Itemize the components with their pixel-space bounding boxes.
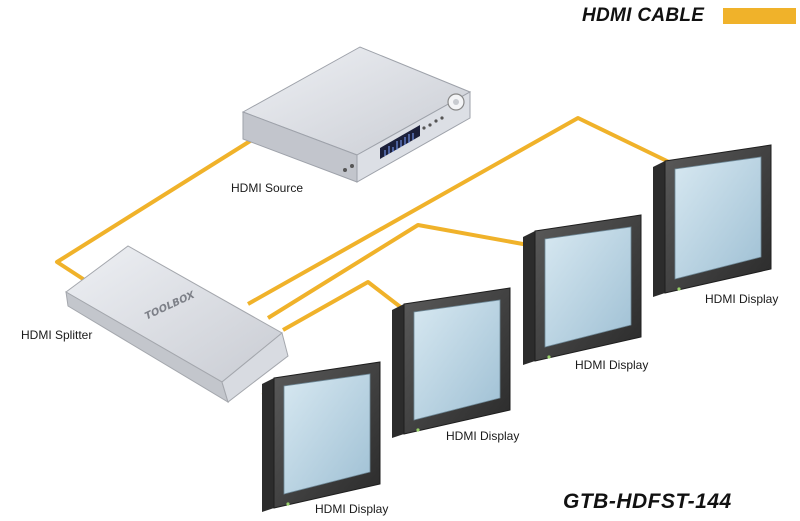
hdmi-display-1 xyxy=(262,361,381,512)
splitter-label: HDMI Splitter xyxy=(21,328,93,342)
display-screen xyxy=(413,299,501,421)
display-side xyxy=(392,304,404,438)
splitter-front-face xyxy=(221,332,289,403)
display-screen xyxy=(674,156,762,280)
model-number: GTB-HDFST-144 xyxy=(563,490,732,513)
hdmi-display-3 xyxy=(523,214,642,365)
cable-legend-swatch xyxy=(723,8,796,24)
source-spectrum-bars xyxy=(384,133,414,156)
header-title: HDMI CABLE xyxy=(582,5,705,26)
display-power-led-icon xyxy=(677,287,681,291)
display-side xyxy=(262,378,274,512)
hdmi-source-device xyxy=(241,46,472,183)
hdmi-splitter-device: TOOLBOX xyxy=(65,245,289,404)
hdmi-display-2 xyxy=(392,287,511,438)
cable-splitter-to-display-4 xyxy=(247,116,703,306)
display-side xyxy=(523,231,535,365)
display-power-led-icon xyxy=(547,355,551,359)
display-3-label: HDMI Display xyxy=(575,358,649,372)
source-display-panel xyxy=(380,125,420,159)
source-label: HDMI Source xyxy=(231,181,304,195)
display-1-label: HDMI Display xyxy=(315,502,389,516)
display-screen xyxy=(283,373,371,495)
display-screen xyxy=(544,226,632,348)
source-buttons xyxy=(343,116,444,172)
hdmi-display-4 xyxy=(653,144,772,297)
display-power-led-icon xyxy=(286,502,290,506)
cable-splitter-to-display-3 xyxy=(266,223,546,320)
display-power-led-icon xyxy=(416,428,420,432)
display-4-label: HDMI Display xyxy=(705,292,779,306)
display-2-label: HDMI Display xyxy=(446,429,520,443)
display-side xyxy=(653,161,665,297)
